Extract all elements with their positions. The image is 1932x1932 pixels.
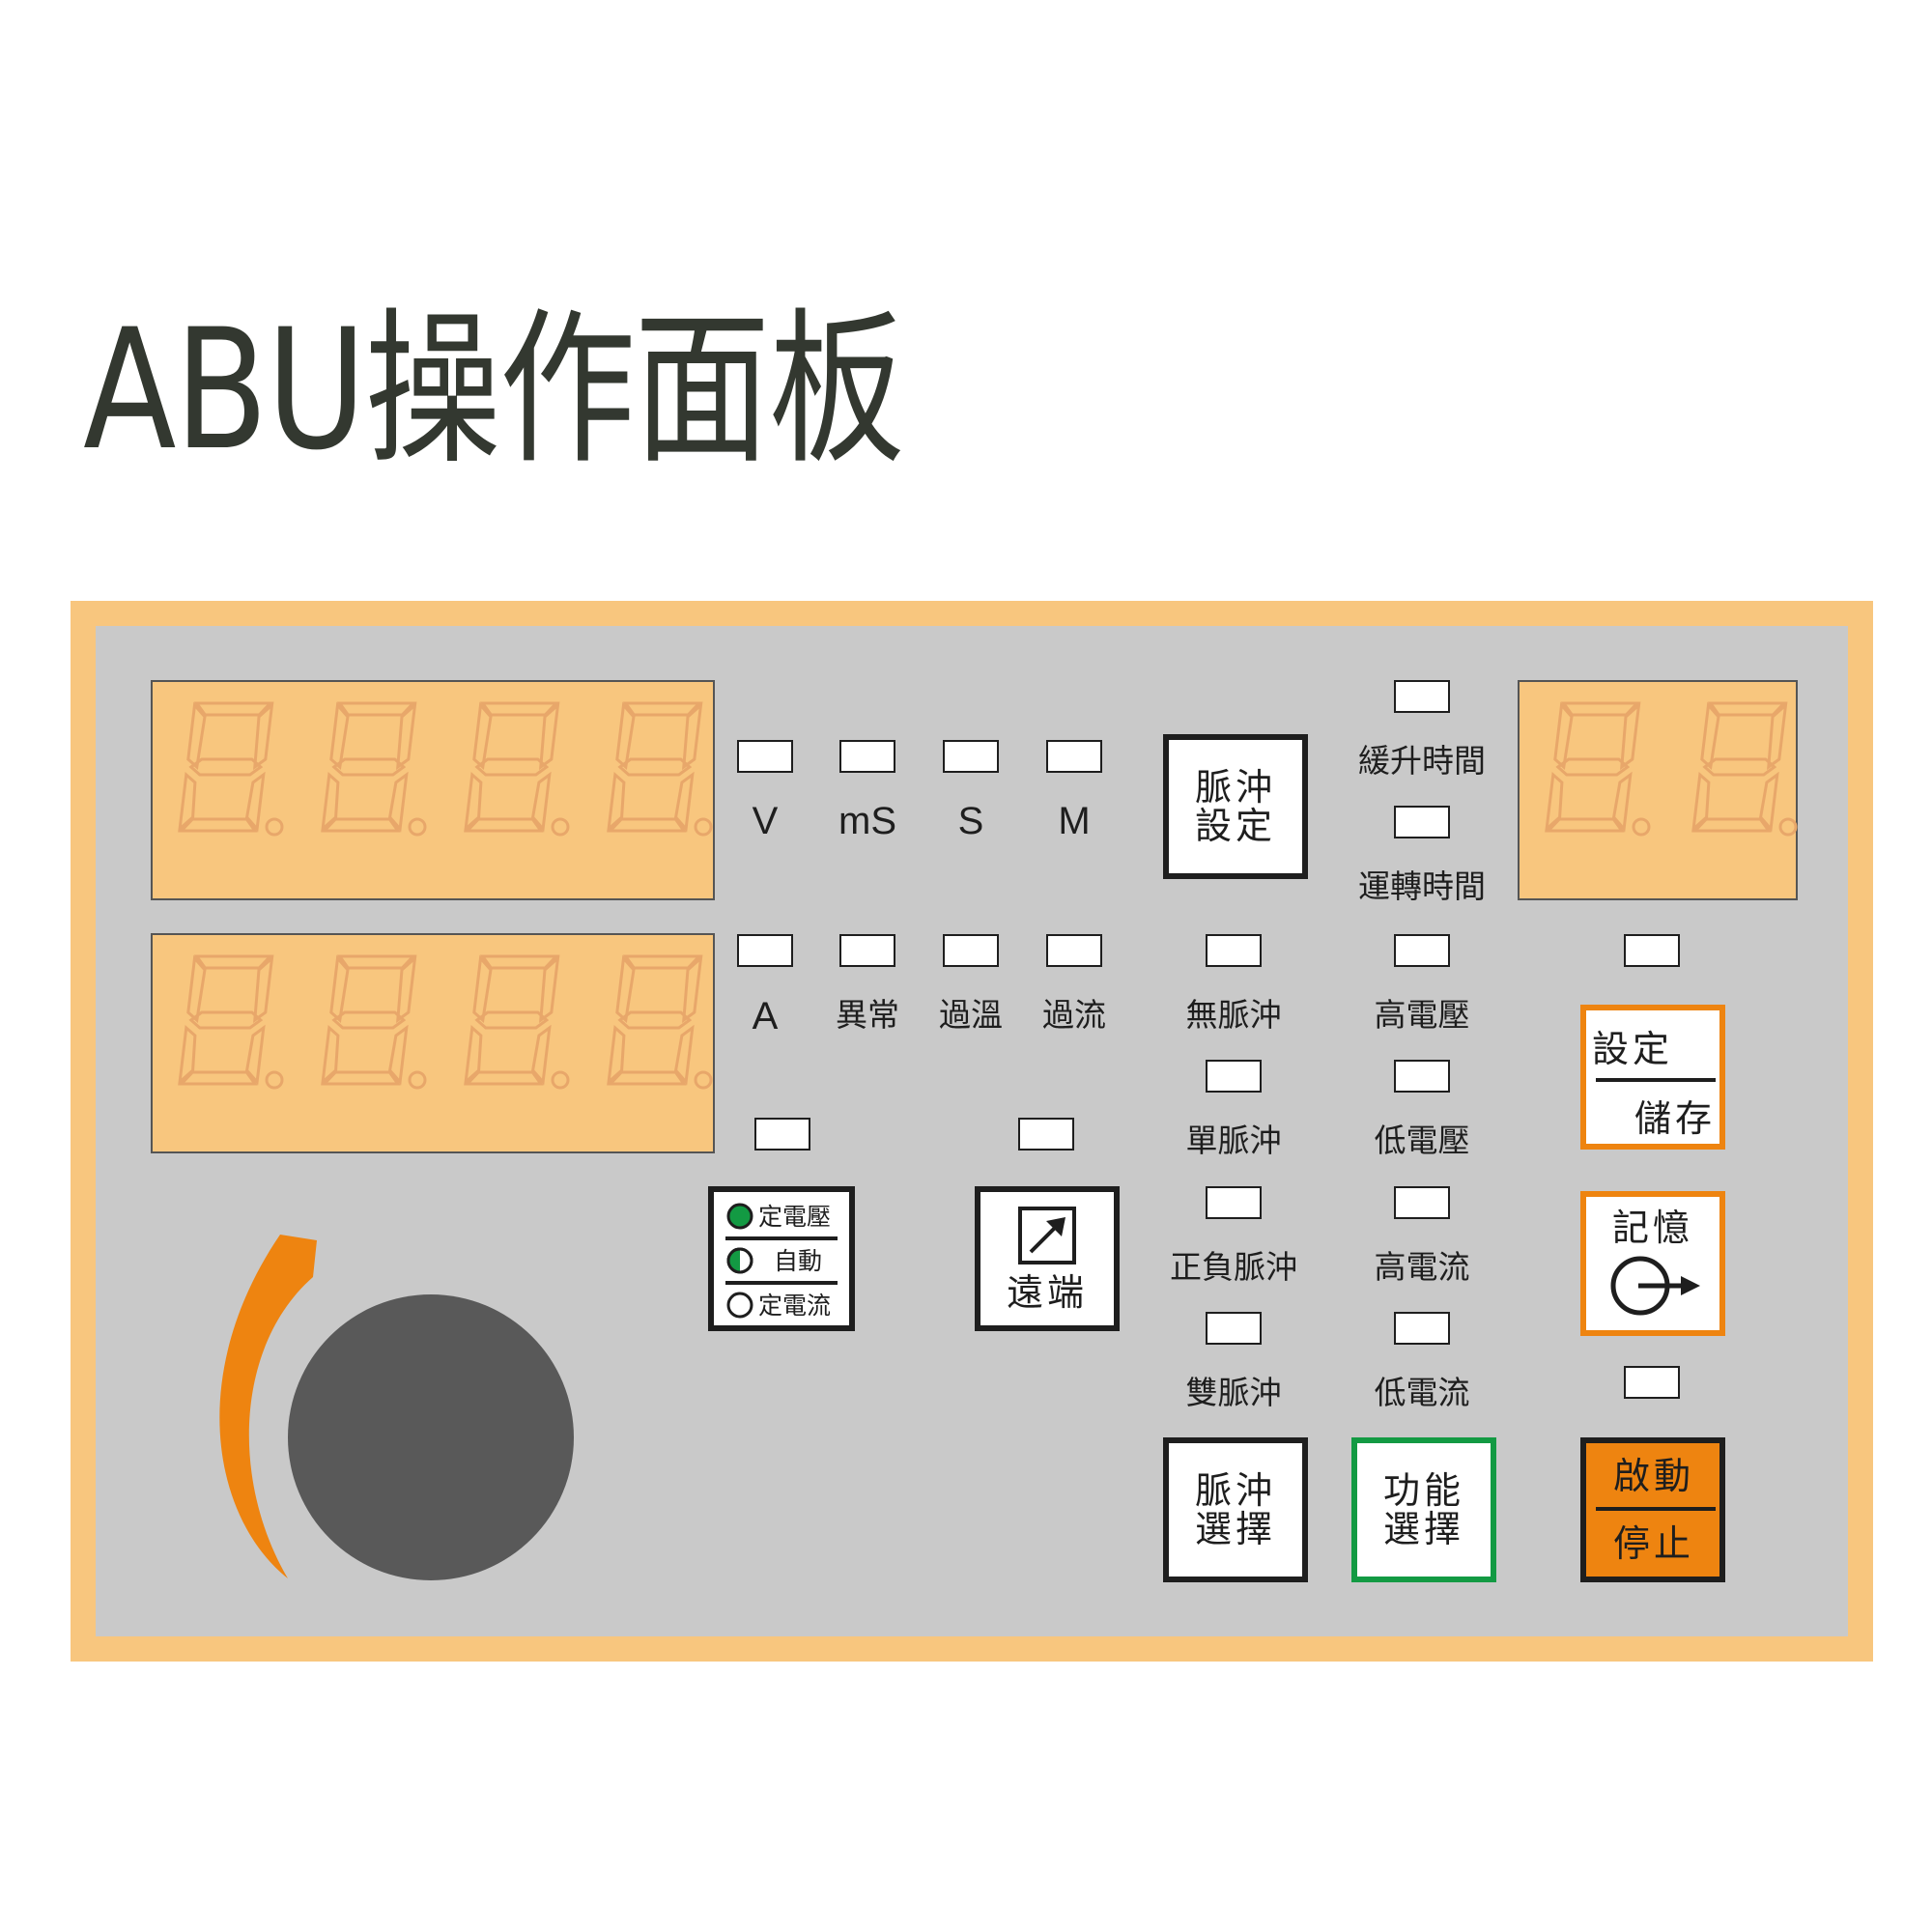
led-run-time	[1394, 806, 1450, 838]
led-no-pulse	[1206, 934, 1262, 967]
led-single-pulse	[1206, 1060, 1262, 1093]
start-label: 啟動	[1613, 1455, 1695, 1497]
segment-digit	[1691, 701, 1798, 837]
led-m	[1046, 740, 1102, 773]
control-mode-button[interactable]: 定電壓 自動 定電流	[708, 1186, 855, 1331]
segment-digit	[607, 701, 713, 837]
led-double-pulse	[1206, 1312, 1262, 1345]
voltage-display	[151, 680, 715, 900]
led-ms	[839, 740, 895, 773]
seven-segment-display	[151, 933, 715, 1153]
segment-digit	[178, 954, 284, 1090]
led-overtemp	[943, 934, 999, 967]
unit-label-ms: mS	[838, 800, 896, 842]
unit-label-m: M	[1058, 800, 1091, 842]
set-label: 設定	[1592, 1028, 1674, 1070]
led-low-current	[1394, 1312, 1450, 1345]
current-display	[151, 933, 715, 1153]
pulse-mode-bipolar: 正負脈沖	[1170, 1248, 1297, 1286]
function-run-time: 運轉時間	[1358, 867, 1486, 905]
mode-row-cv: 定電壓	[725, 1202, 831, 1231]
adjust-knob[interactable]	[288, 1294, 574, 1580]
function-low-current: 低電流	[1374, 1374, 1470, 1411]
led-overcurrent	[1046, 934, 1102, 967]
pulse-mode-no-pulse: 無脈沖	[1185, 996, 1282, 1034]
mode-cc-label: 定電流	[758, 1291, 832, 1320]
led-s	[943, 740, 999, 773]
pulse-mode-single: 單脈沖	[1185, 1122, 1282, 1159]
mode-row-auto: 自動	[725, 1246, 822, 1275]
led-v	[737, 740, 793, 773]
mode-auto-label: 自動	[774, 1246, 823, 1275]
save-label: 儲存	[1634, 1097, 1717, 1140]
segment-digit	[607, 954, 713, 1090]
seven-segment-display	[1518, 680, 1798, 900]
unit-label-s: S	[957, 800, 984, 842]
circle-arrow-icon	[1610, 1256, 1700, 1316]
mode-divider-2	[725, 1281, 838, 1285]
led-set	[1624, 934, 1680, 967]
pulse-select-line1: 脈沖	[1194, 1468, 1276, 1512]
segment-digit	[464, 954, 570, 1090]
segment-digit	[321, 954, 427, 1090]
memory-label: 記憶	[1611, 1207, 1693, 1249]
function-display	[1518, 680, 1798, 900]
led-ramp-time	[1394, 680, 1450, 713]
function-low-voltage: 低電壓	[1374, 1122, 1470, 1159]
unit-label-v: V	[752, 800, 779, 842]
led-low-voltage	[1394, 1060, 1450, 1093]
status-label-overcurrent: 過流	[1042, 996, 1106, 1034]
set-save-divider	[1596, 1078, 1716, 1082]
remote-label: 遠端	[1006, 1270, 1088, 1314]
segment-digit	[178, 701, 284, 837]
function-select-line1: 功能	[1382, 1468, 1464, 1512]
empty-circle-icon	[726, 1292, 753, 1319]
pulse-setting-line1: 脈沖	[1194, 765, 1276, 809]
led-mode	[754, 1118, 810, 1151]
led-bipolar-pulse	[1206, 1186, 1262, 1219]
orange-arc-icon	[219, 1235, 317, 1578]
segment-digit	[464, 701, 570, 837]
memory-button[interactable]: 記憶	[1580, 1191, 1725, 1336]
pulse-mode-double: 雙脈沖	[1185, 1374, 1282, 1411]
stop-label: 停止	[1613, 1522, 1695, 1565]
led-error	[839, 934, 895, 967]
mode-divider-1	[725, 1236, 838, 1240]
mode-row-cc: 定電流	[725, 1291, 831, 1320]
arrow-up-right-icon	[1018, 1206, 1076, 1264]
pulse-select-line2: 選擇	[1194, 1508, 1276, 1550]
remote-button[interactable]: 遠端	[975, 1186, 1120, 1331]
led-a	[737, 934, 793, 967]
pulse-setting-line2: 設定	[1194, 805, 1276, 847]
function-high-current: 高電流	[1374, 1248, 1470, 1286]
led-high-current	[1394, 1186, 1450, 1219]
led-high-voltage	[1394, 934, 1450, 967]
set-save-button[interactable]: 設定 儲存	[1580, 1005, 1725, 1150]
half-circle-icon	[726, 1247, 753, 1274]
led-remote	[1018, 1118, 1074, 1151]
status-label-error: 異常	[836, 996, 899, 1034]
status-label-a: A	[752, 995, 779, 1037]
adjust-knob-area	[189, 1229, 595, 1600]
function-select-line2: 選擇	[1382, 1508, 1464, 1550]
mode-cv-label: 定電壓	[758, 1202, 832, 1231]
start-stop-divider	[1596, 1507, 1716, 1511]
filled-circle-icon	[726, 1203, 753, 1230]
segment-digit	[321, 701, 427, 837]
status-label-overtemp: 過溫	[939, 996, 1003, 1034]
seven-segment-display	[151, 680, 715, 900]
segment-digit	[1545, 701, 1651, 837]
function-select-button[interactable]: 功能 選擇	[1351, 1437, 1496, 1582]
pulse-setting-button[interactable]: 脈沖 設定	[1163, 734, 1308, 879]
page-title: ABU操作面板	[83, 293, 905, 487]
function-ramp-time: 緩升時間	[1358, 742, 1486, 780]
pulse-select-button[interactable]: 脈沖 選擇	[1163, 1437, 1308, 1582]
function-high-voltage: 高電壓	[1374, 996, 1470, 1034]
start-stop-button[interactable]: 啟動 停止	[1580, 1437, 1725, 1582]
led-start	[1624, 1366, 1680, 1399]
